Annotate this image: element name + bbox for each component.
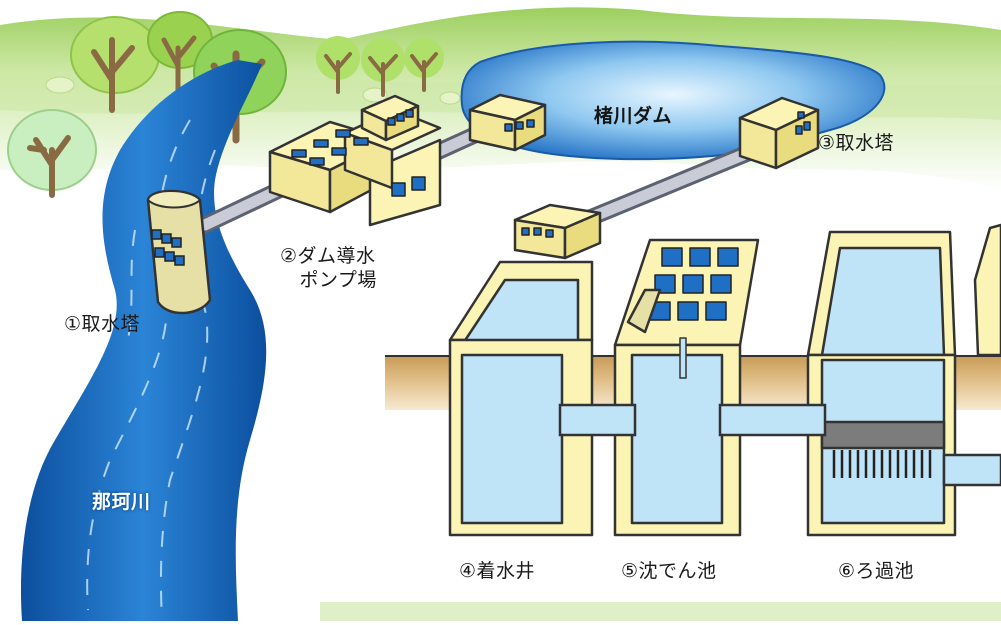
tree (147, 11, 213, 103)
dam-building (468, 93, 547, 152)
river-streaks (86, 119, 216, 621)
basin-receiving-well (448, 203, 602, 537)
connecting-channel (558, 403, 827, 437)
label-river-name: 那珂川 (92, 491, 151, 513)
tree (404, 38, 444, 92)
label-sedimentation-basin: ⑤沈でん池 (621, 560, 717, 582)
intake-tower-1 (146, 189, 212, 315)
basin-filter (806, 223, 1001, 537)
basin-sedimentation (613, 238, 760, 537)
dam-pump-station (268, 94, 442, 227)
tree (361, 38, 405, 97)
tree (7, 109, 97, 198)
intake-tower-3 (738, 96, 820, 170)
river (20, 60, 267, 621)
label-dam-name: 楮川ダム (594, 105, 673, 127)
label-dam-pump-station: ②ダム導水 ポンプ場 (280, 245, 377, 291)
label-intake-tower-3: ③取水塔 (818, 132, 895, 154)
tree (316, 36, 360, 94)
bottom-band (320, 602, 1001, 621)
label-receiving-well: ④着水井 (459, 560, 536, 582)
label-filter-basin: ⑥ろ過池 (838, 560, 915, 582)
label-intake-tower-1: ①取水塔 (64, 313, 141, 335)
